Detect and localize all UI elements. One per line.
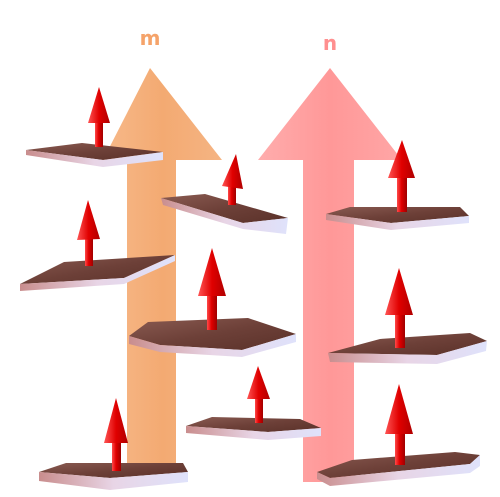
spin-arrow-icon — [247, 366, 270, 423]
label-n: n — [323, 31, 337, 55]
layer-n-3 — [317, 384, 480, 486]
spin-arrow-icon — [222, 154, 243, 205]
layer-m-1 — [26, 87, 163, 167]
layer-n-2 — [328, 268, 487, 364]
spin-arrow-icon — [388, 140, 415, 212]
layer-m-5 — [186, 366, 321, 440]
spin-arrow-icon — [198, 248, 226, 330]
layer-m-2 — [20, 200, 175, 291]
big-arrow-m — [103, 68, 222, 470]
layer-m-3 — [161, 154, 288, 234]
spin-arrow-icon — [385, 384, 413, 465]
layer-m-6 — [39, 398, 188, 490]
spin-arrow-icon — [77, 200, 100, 266]
layer-n-1 — [326, 140, 469, 230]
label-m: m — [140, 26, 161, 50]
spin-arrow-icon — [385, 268, 413, 348]
big-arrow-n — [258, 68, 402, 482]
spin-arrow-icon — [104, 398, 128, 471]
spin-arrow-icon — [88, 87, 110, 147]
layer-m-4 — [129, 248, 296, 357]
